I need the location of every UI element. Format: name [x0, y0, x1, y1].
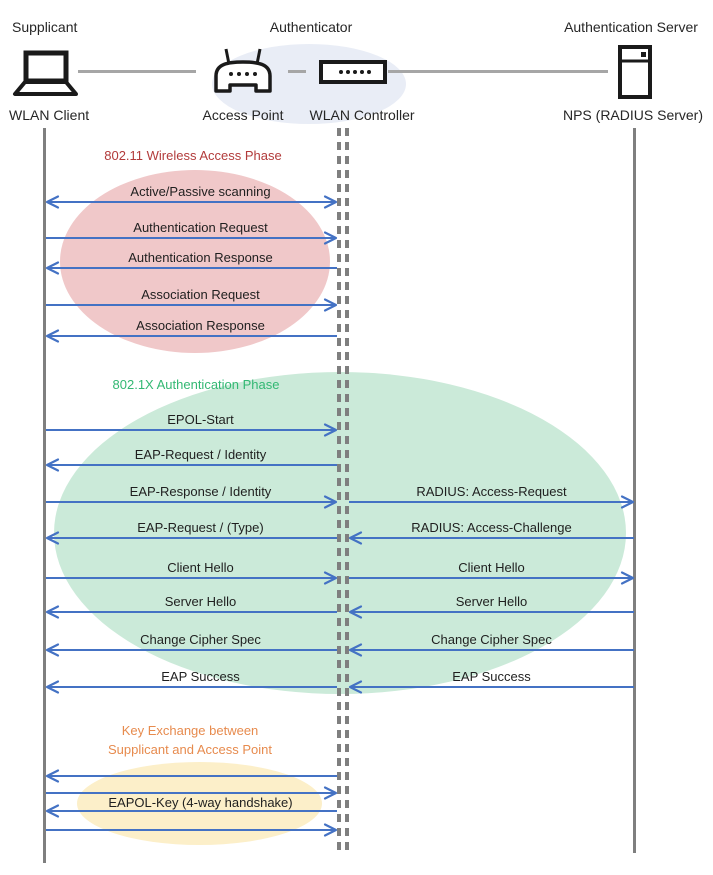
message-arrow-right [46, 495, 338, 509]
message-arrow-left [45, 531, 337, 545]
message-arrow-left [45, 261, 337, 275]
device-label-nps-radius-server: NPS (RADIUS Server) [562, 107, 704, 123]
phase-title-line: Key Exchange between [121, 723, 259, 738]
message-label: Authentication Response [128, 250, 273, 265]
lifeline-dashed-authenticator-right [345, 128, 349, 856]
phase-title-line: 802.1X Authentication Phase [112, 377, 280, 392]
message-label: RADIUS: Access-Request [416, 484, 567, 499]
message-label: Active/Passive scanning [130, 184, 271, 199]
message-label: EAP-Request / (Type) [137, 520, 264, 535]
phase-ellipse-802-11 [60, 170, 330, 353]
message-label: Change Cipher Spec [431, 632, 552, 647]
lifeline-wlan-client [43, 128, 46, 863]
lifeline-radius-server [633, 128, 636, 853]
message-label: Authentication Request [133, 220, 268, 235]
role-label-authentication-server: Authentication Server [564, 19, 698, 35]
message-label: Client Hello [167, 560, 234, 575]
message-label: EAP-Request / Identity [134, 447, 267, 462]
lifeline-dashed-authenticator-left [337, 128, 341, 856]
message-arrow-right [349, 571, 635, 585]
message-label: RADIUS: Access-Challenge [411, 520, 572, 535]
message-arrow-left [45, 329, 337, 343]
message-arrow-left [45, 680, 337, 694]
role-label-authenticator: Authenticator [269, 19, 353, 35]
message-arrow-left [45, 804, 337, 818]
message-arrow-right [46, 571, 338, 585]
message-label: EAP-Response / Identity [129, 484, 272, 499]
message-arrow-left [45, 458, 337, 472]
message-arrow-left [348, 680, 634, 694]
message-label: Server Hello [164, 594, 237, 609]
message-arrow-left [348, 605, 634, 619]
device-label-wlan-controller: WLAN Controller [309, 107, 415, 123]
message-arrow-right [46, 786, 338, 800]
device-label-access-point: Access Point [202, 107, 284, 123]
phase-title-line: Supplicant and Access Point [107, 742, 273, 757]
message-label: EAP Success [452, 669, 531, 684]
access-point-icon [214, 48, 272, 93]
laptop-icon [13, 50, 78, 96]
phase-title-802-1x: 802.1X Authentication Phase [66, 375, 326, 394]
message-label: Association Response [136, 318, 265, 333]
message-arrow-right [46, 423, 338, 437]
phase-title-802-11: 802.11 Wireless Access Phase [63, 146, 323, 165]
device-connector-line [78, 70, 196, 73]
message-arrow-left [45, 769, 337, 783]
server-icon [618, 45, 652, 99]
device-connector-dash [288, 70, 306, 73]
message-arrow-right [46, 298, 338, 312]
phase-title-line: 802.11 Wireless Access Phase [104, 148, 282, 163]
message-label: Client Hello [458, 560, 525, 575]
message-label: Server Hello [455, 594, 528, 609]
message-label: EAPOL-Key (4-way handshake) [108, 795, 293, 810]
message-arrow-left [348, 643, 634, 657]
phase-title-key-exchange: Key Exchange between Supplicant and Acce… [60, 721, 320, 759]
wlan-controller-icon [319, 60, 387, 84]
message-arrow-right [46, 823, 338, 837]
message-arrow-right [46, 231, 338, 245]
message-label: EPOL-Start [167, 412, 234, 427]
message-label: Association Request [141, 287, 260, 302]
message-arrow-left [45, 605, 337, 619]
message-label: Change Cipher Spec [140, 632, 261, 647]
role-label-supplicant: Supplicant [12, 19, 78, 35]
device-label-wlan-client: WLAN Client [9, 107, 90, 123]
message-label: EAP Success [161, 669, 240, 684]
message-arrow-both [45, 195, 338, 209]
message-arrow-left [348, 531, 634, 545]
message-arrow-left [45, 643, 337, 657]
message-arrow-right [349, 495, 635, 509]
device-connector-line [388, 70, 608, 73]
